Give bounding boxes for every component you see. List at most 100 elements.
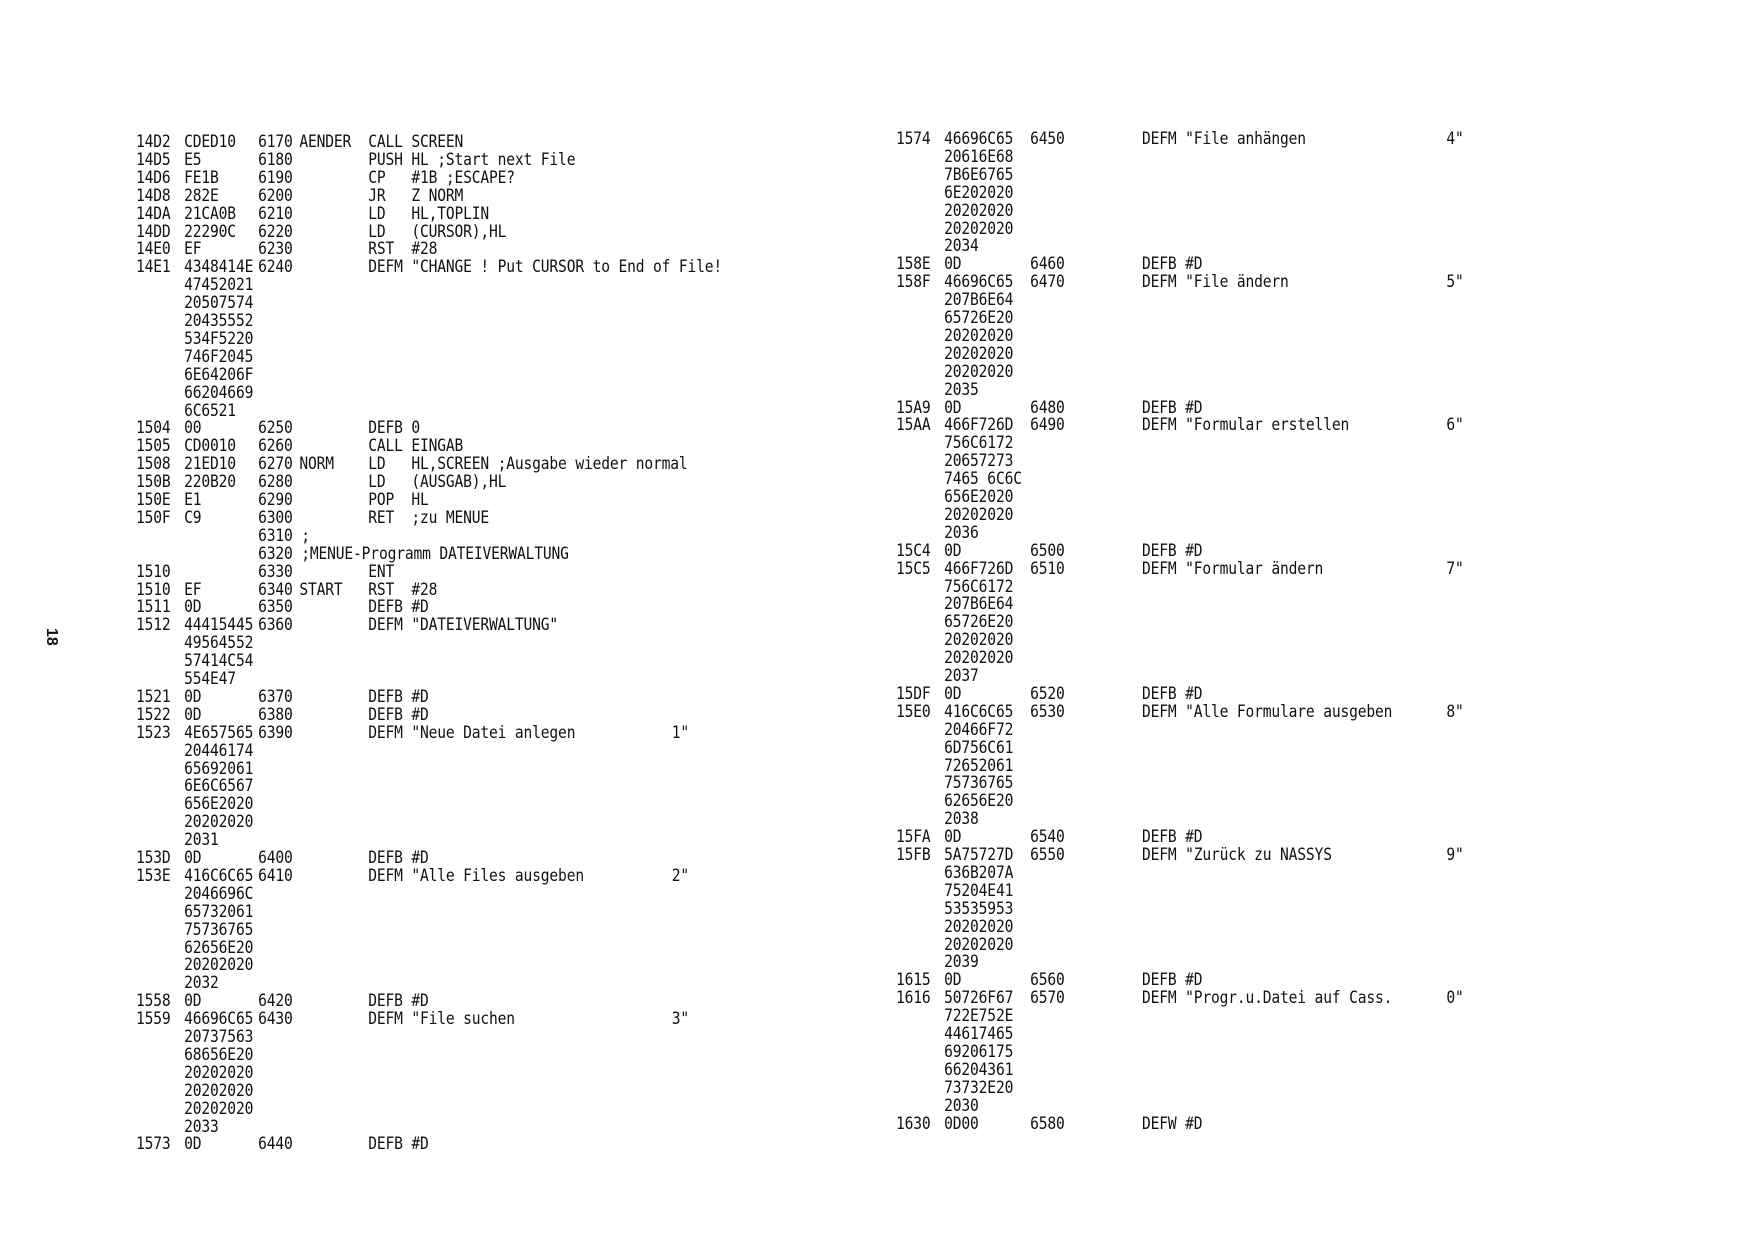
listing-bytes: 0D — [184, 1134, 202, 1155]
listing-addr: 1505 — [136, 436, 171, 457]
listing-bytes: 44415445 — [184, 615, 254, 636]
listing-rnum: 4" — [1446, 129, 1464, 149]
listing-lnum: 6460 — [1030, 254, 1065, 275]
listing-bytes: 0D — [184, 597, 202, 618]
listing-bytes: 20466F72 — [944, 719, 1014, 740]
listing-bytes: 20202020 — [944, 361, 1014, 382]
listing-bytes: 636B207A — [944, 862, 1014, 883]
listing-addr: 153D — [136, 848, 171, 868]
listing-addr: 1573 — [136, 1134, 171, 1155]
listing-lnum: 6340 — [258, 579, 293, 600]
listing-lnum: 6290 — [258, 490, 293, 510]
listing-bytes: 6E64206F — [184, 364, 254, 385]
listing-bytes: 20202020 — [184, 1098, 254, 1119]
listing-lnum: 6440 — [258, 1134, 293, 1155]
listing-rnum: 2" — [671, 865, 690, 886]
listing-lnum: 6490 — [1030, 415, 1065, 436]
listing-lnum: 6330 — [258, 561, 293, 582]
listing-addr: 14DD — [136, 221, 171, 242]
listing-instr: DEFM "Alle Files ausgeben — [368, 865, 584, 886]
listing-addr: 15C4 — [896, 540, 931, 561]
listing-bytes: E5 — [184, 149, 202, 170]
listing-addr: 150F — [136, 507, 171, 528]
listing-bytes: 207B6E64 — [944, 594, 1014, 615]
listing-addr: 1558 — [136, 991, 171, 1012]
listing-bytes: 69206175 — [944, 1041, 1014, 1062]
listing-lnum: 6550 — [1030, 845, 1065, 865]
listing-addr: 1510 — [136, 579, 171, 600]
listing-instr: DEFM "File ändern — [1141, 272, 1289, 293]
listing-lnum: 6420 — [258, 991, 293, 1012]
listing-bytes: E1 — [184, 490, 202, 510]
listing-bytes: 0D — [944, 254, 962, 275]
listing-bytes: 7B6E6765 — [944, 164, 1014, 185]
listing-bytes: 0D — [944, 397, 962, 418]
listing-lnum: 6400 — [258, 848, 293, 868]
listing-lnum: 6520 — [1030, 683, 1065, 704]
listing-bytes: 44617465 — [944, 1024, 1014, 1044]
listing-lnum: 6240 — [258, 257, 293, 278]
listing-lnum: 6360 — [258, 615, 293, 636]
listing-bytes: 2031 — [184, 830, 219, 851]
listing-lnum: 6480 — [1030, 397, 1065, 418]
listing-rnum: 8" — [1446, 701, 1464, 722]
listing-bytes: 4348414E — [184, 257, 254, 278]
listing-bytes: 62656E20 — [184, 937, 254, 958]
listing-lnum: 6210 — [258, 203, 293, 224]
listing-lnum: 6500 — [1030, 540, 1065, 561]
listing-bytes: 416C6C65 — [184, 865, 254, 886]
listing-bytes: 68656E20 — [184, 1044, 254, 1065]
listing-instr: DEFB #D — [368, 704, 429, 725]
listing-instr: PUSH HL ;Start next File — [368, 149, 576, 170]
listing-rnum: 7" — [1446, 558, 1464, 579]
listing-lnum: 6380 — [258, 704, 293, 725]
listing-bytes: 20446174 — [184, 740, 254, 761]
listing-bytes: EF — [184, 579, 202, 600]
listing-instr: DEFB #D — [1141, 970, 1203, 991]
listing-lnum: 6280 — [258, 472, 293, 493]
listing-addr: 14D5 — [136, 149, 171, 170]
listing-lnum: 6510 — [1030, 558, 1065, 579]
listing-bytes: 72652061 — [944, 755, 1014, 776]
listing-instr: DEFW #D — [1141, 1113, 1203, 1134]
listing-instr: RST #28 — [368, 239, 438, 260]
listing-lnum: 6200 — [258, 185, 293, 206]
listing-bytes: 6E202020 — [944, 182, 1014, 203]
listing-addr: 14D8 — [136, 185, 171, 206]
listing-instr: CP #1B ;ESCAPE? — [368, 167, 515, 188]
listing-bytes: 0D00 — [944, 1113, 979, 1134]
listing-instr: RST #28 — [368, 579, 438, 600]
listing-bytes: 2039 — [944, 952, 979, 973]
listing-bytes: 2035 — [944, 379, 979, 400]
listing-bytes: CD0010 — [184, 436, 236, 457]
listing-bytes: 53535953 — [944, 898, 1014, 919]
listing-bytes: 73732E20 — [944, 1077, 1014, 1098]
listing-bytes: 75204E41 — [944, 880, 1014, 901]
listing-addr: 15E0 — [896, 701, 931, 722]
listing-bytes: 0D — [184, 848, 202, 868]
listing-bytes: 2037 — [944, 666, 979, 686]
page-number: 18 — [43, 628, 60, 646]
listing-bytes: 65692061 — [184, 758, 254, 779]
listing-bytes: 20657273 — [944, 451, 1014, 472]
listing-bytes: 2034 — [944, 236, 979, 257]
listing-bytes: 65726E20 — [944, 308, 1014, 328]
listing-lnum: 6190 — [258, 167, 293, 188]
listing-bytes: 20202020 — [944, 934, 1014, 955]
listing-bytes: 22290C — [184, 221, 236, 242]
listing-rnum: 6" — [1446, 415, 1464, 436]
listing-bytes: 65732061 — [184, 901, 254, 922]
listing-label: NORM — [299, 454, 334, 475]
listing-bytes: 220B20 — [184, 472, 236, 493]
listing-bytes: 46696C65 — [184, 1009, 254, 1030]
listing-instr: LD HL,TOPLIN — [368, 203, 490, 224]
listing-label: AENDER — [299, 132, 352, 152]
listing-bytes: 50726F67 — [944, 988, 1014, 1009]
listing-instr: DEFB #D — [1141, 397, 1203, 418]
listing-bytes: 6D756C61 — [944, 737, 1014, 758]
listing-instr: DEFB #D — [1141, 540, 1203, 561]
listing-bytes: 66204669 — [184, 382, 254, 403]
listing-bytes: 75736765 — [944, 773, 1014, 794]
listing-instr: DEFB #D — [368, 991, 429, 1012]
listing-bytes: 66204361 — [944, 1059, 1014, 1080]
